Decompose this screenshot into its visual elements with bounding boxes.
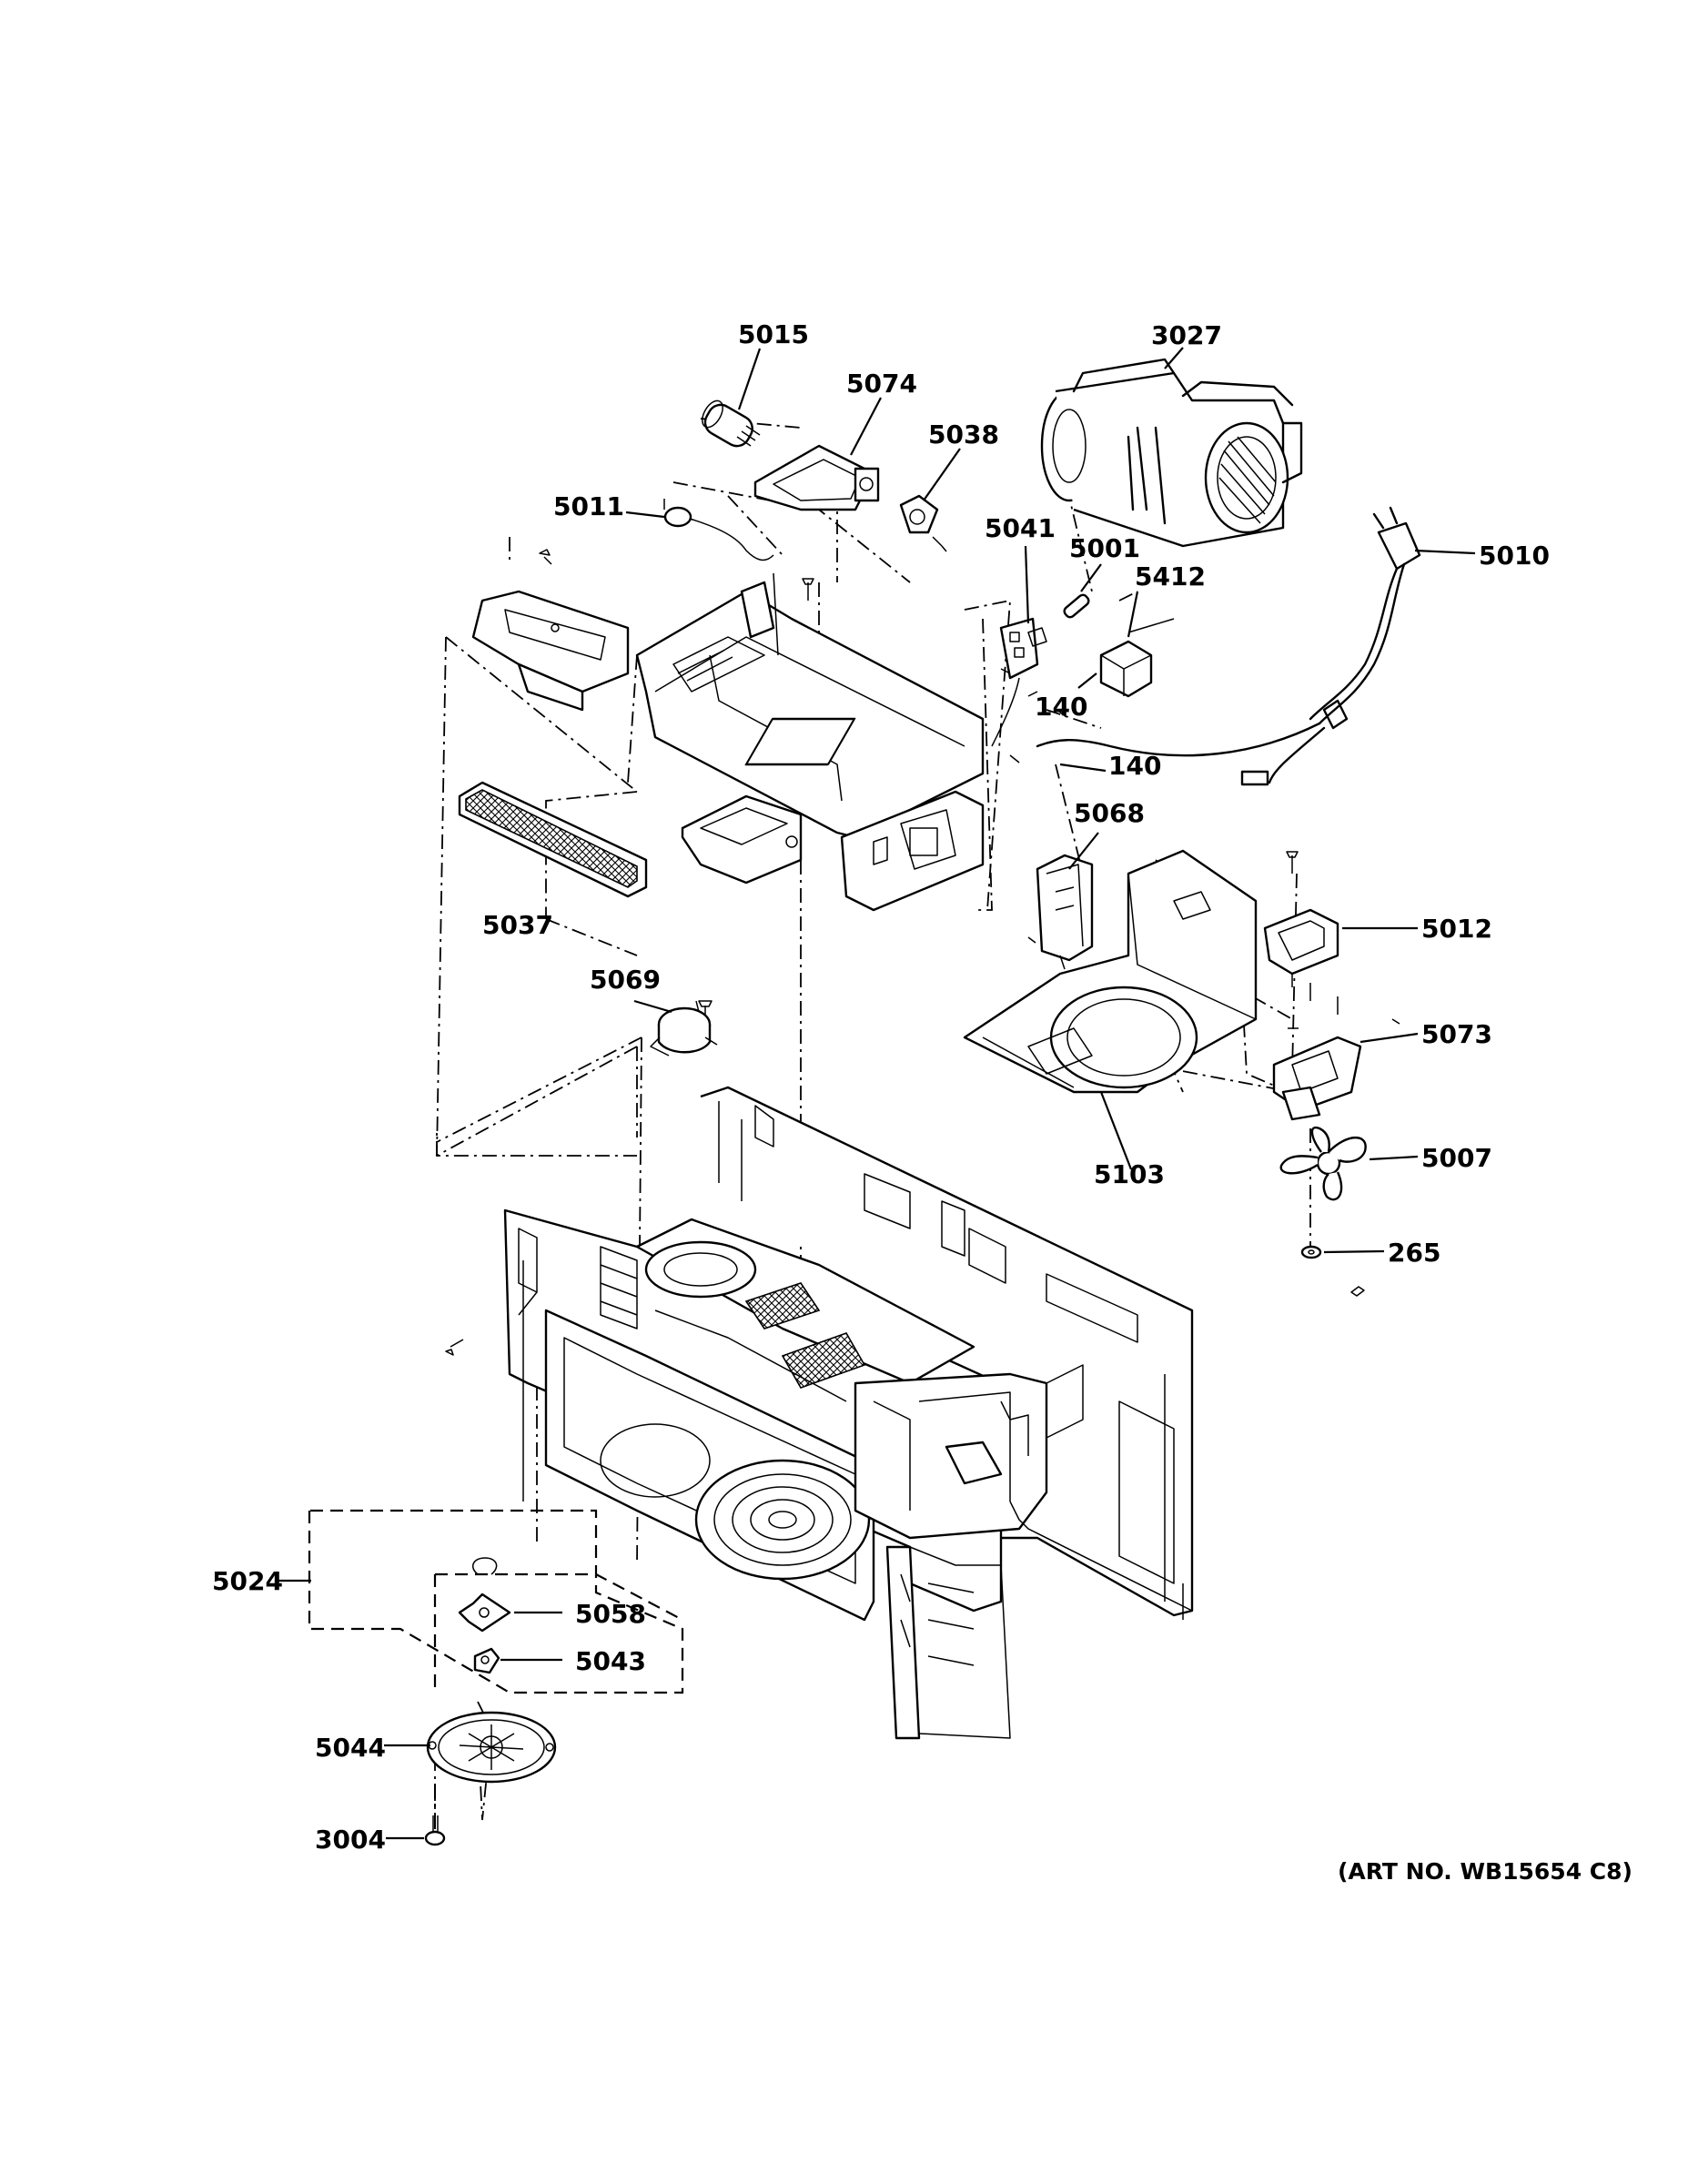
- callout-labels: 5015 5074 5038 3027 5011 5041 5001 5412 …: [212, 319, 1632, 1885]
- callout-5001[interactable]: 5001: [1069, 533, 1140, 563]
- callout-3027[interactable]: 3027: [1151, 320, 1222, 350]
- part-5103-drawing: [963, 849, 1258, 1094]
- callout-5024[interactable]: 5024: [212, 1566, 283, 1596]
- part-3027-drawing: [1040, 358, 1303, 548]
- part-5073-drawing: [1272, 1036, 1362, 1121]
- part-waveguide-drawing: [681, 794, 803, 885]
- callout-140-upper[interactable]: 140: [1035, 692, 1087, 722]
- part-5041-drawing: [991, 617, 1047, 747]
- callout-5012[interactable]: 5012: [1421, 914, 1492, 944]
- callout-140-lower[interactable]: 140: [1108, 751, 1161, 781]
- leader-lines: [275, 347, 1476, 1840]
- part-control-box-drawing: [840, 790, 985, 912]
- group-outline: [308, 1036, 684, 1694]
- part-5001-drawing: [1063, 593, 1090, 619]
- callout-5044[interactable]: 5044: [315, 1733, 386, 1763]
- callout-5043[interactable]: 5043: [575, 1646, 646, 1676]
- part-5007-drawing: [1279, 1126, 1367, 1201]
- part-5044-drawing: [426, 1711, 557, 1784]
- screws: [445, 545, 1400, 1356]
- part-5412-drawing: [1099, 618, 1175, 698]
- callout-5015[interactable]: 5015: [738, 319, 809, 349]
- part-5058-drawing: [458, 1557, 511, 1633]
- callout-3004[interactable]: 3004: [315, 1825, 386, 1855]
- part-top-chassis-drawing: [635, 572, 985, 839]
- callout-5058[interactable]: 5058: [575, 1599, 646, 1629]
- part-5068-drawing: [1036, 854, 1094, 970]
- callout-5007[interactable]: 5007: [1421, 1143, 1492, 1173]
- part-5010-drawing: [1036, 506, 1421, 786]
- callout-5069[interactable]: 5069: [590, 965, 661, 995]
- callout-5037[interactable]: 5037: [482, 910, 553, 940]
- callout-5073[interactable]: 5073: [1421, 1019, 1492, 1049]
- part-5015-drawing: [702, 399, 761, 448]
- callout-265[interactable]: 265: [1388, 1238, 1440, 1268]
- callout-5038[interactable]: 5038: [928, 420, 999, 450]
- callout-5412[interactable]: 5412: [1135, 561, 1206, 592]
- callout-5011[interactable]: 5011: [553, 491, 624, 521]
- part-265-drawing: [1300, 1245, 1322, 1259]
- callout-5068[interactable]: 5068: [1074, 798, 1145, 828]
- part-5012-drawing: [1263, 908, 1339, 987]
- part-5037-drawing: [458, 781, 648, 898]
- part-3004-drawing: [424, 1815, 446, 1846]
- part-5069-drawing: [650, 1000, 718, 1057]
- art-number: (ART NO. WB15654 C8): [1338, 1858, 1632, 1885]
- callout-5103[interactable]: 5103: [1094, 1159, 1165, 1189]
- part-5074-drawing: [753, 444, 880, 511]
- part-5043-drawing: [473, 1647, 500, 1674]
- callout-5041[interactable]: 5041: [985, 513, 1056, 543]
- part-left-duct-drawing: [471, 590, 630, 712]
- part-5011-drawing: [663, 499, 774, 561]
- callout-5074[interactable]: 5074: [846, 369, 917, 399]
- part-5038-drawing: [899, 494, 943, 547]
- part-cavity-drawing: [503, 1086, 1194, 1740]
- callout-5010[interactable]: 5010: [1479, 541, 1550, 571]
